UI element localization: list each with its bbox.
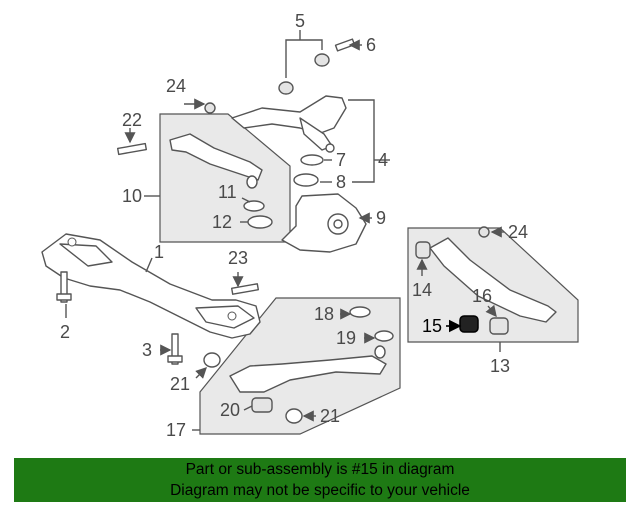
washer-part-12[interactable] [247, 215, 273, 229]
bushing-part-14[interactable] [415, 241, 431, 259]
arm-part-10[interactable] [169, 133, 263, 181]
bolt-part-23[interactable] [230, 283, 260, 295]
bolt-part-3[interactable] [167, 333, 183, 365]
bushing-part-5b[interactable] [314, 53, 330, 67]
callout-5: 5 [295, 11, 305, 31]
washer-part-21a[interactable] [203, 352, 221, 368]
callout-12: 12 [212, 212, 232, 232]
callout-19: 19 [336, 328, 356, 348]
nut-part-24b[interactable] [478, 226, 490, 238]
bushing-part-5a[interactable] [278, 81, 294, 95]
callout-24a: 24 [166, 76, 186, 96]
callout-21a: 21 [170, 374, 190, 394]
knuckle-part[interactable] [281, 193, 367, 253]
callout-17: 17 [166, 420, 186, 440]
upper-control-arm-part[interactable] [231, 95, 347, 153]
bushing-part-15[interactable] [459, 315, 479, 333]
nut-part-24a[interactable] [204, 102, 216, 114]
callout-15-highlighted[interactable]: 15 [422, 316, 442, 336]
lateral-link-part-13[interactable] [429, 237, 557, 323]
callout-6: 6 [366, 35, 376, 55]
callout-22: 22 [122, 110, 142, 130]
callout-16: 16 [472, 286, 492, 306]
bolt-part-2[interactable] [56, 271, 72, 303]
callout-7: 7 [336, 150, 346, 170]
washer-part-19[interactable] [374, 330, 394, 342]
ball-joint-part-10[interactable] [246, 175, 258, 189]
washer-part-8[interactable] [293, 173, 319, 187]
callout-9: 9 [376, 208, 386, 228]
washer-part-21b[interactable] [285, 408, 303, 424]
callout-3: 3 [142, 340, 152, 360]
lower-arm-part-17[interactable] [229, 345, 387, 393]
bushing-part-16[interactable] [489, 317, 509, 335]
callout-8: 8 [336, 172, 346, 192]
callout-1: 1 [154, 242, 164, 262]
washer-part-7[interactable] [300, 154, 324, 166]
callout-10: 10 [122, 186, 142, 206]
callout-24b: 24 [508, 222, 528, 242]
subframe-part[interactable] [41, 233, 261, 339]
callout-13: 13 [490, 356, 510, 376]
callout-21b: 21 [320, 406, 340, 426]
callout-2: 2 [60, 322, 70, 342]
bolt-part-22[interactable] [116, 142, 148, 156]
callout-20: 20 [220, 400, 240, 420]
callout-18: 18 [314, 304, 334, 324]
banner-line-1: Part or sub-assembly is #15 in diagram [185, 461, 455, 478]
info-banner: Part or sub-assembly is #15 in diagram D… [14, 458, 626, 502]
bushing-part-20[interactable] [251, 397, 273, 413]
washer-part-11[interactable] [243, 200, 265, 212]
callout-14: 14 [412, 280, 432, 300]
callout-11: 11 [218, 182, 237, 202]
leader-lines [65, 30, 504, 431]
banner-line-2: Diagram may not be specific to your vehi… [170, 482, 470, 499]
callout-4: 4 [378, 150, 388, 170]
callout-23: 23 [228, 248, 248, 268]
washer-part-18[interactable] [349, 306, 371, 318]
